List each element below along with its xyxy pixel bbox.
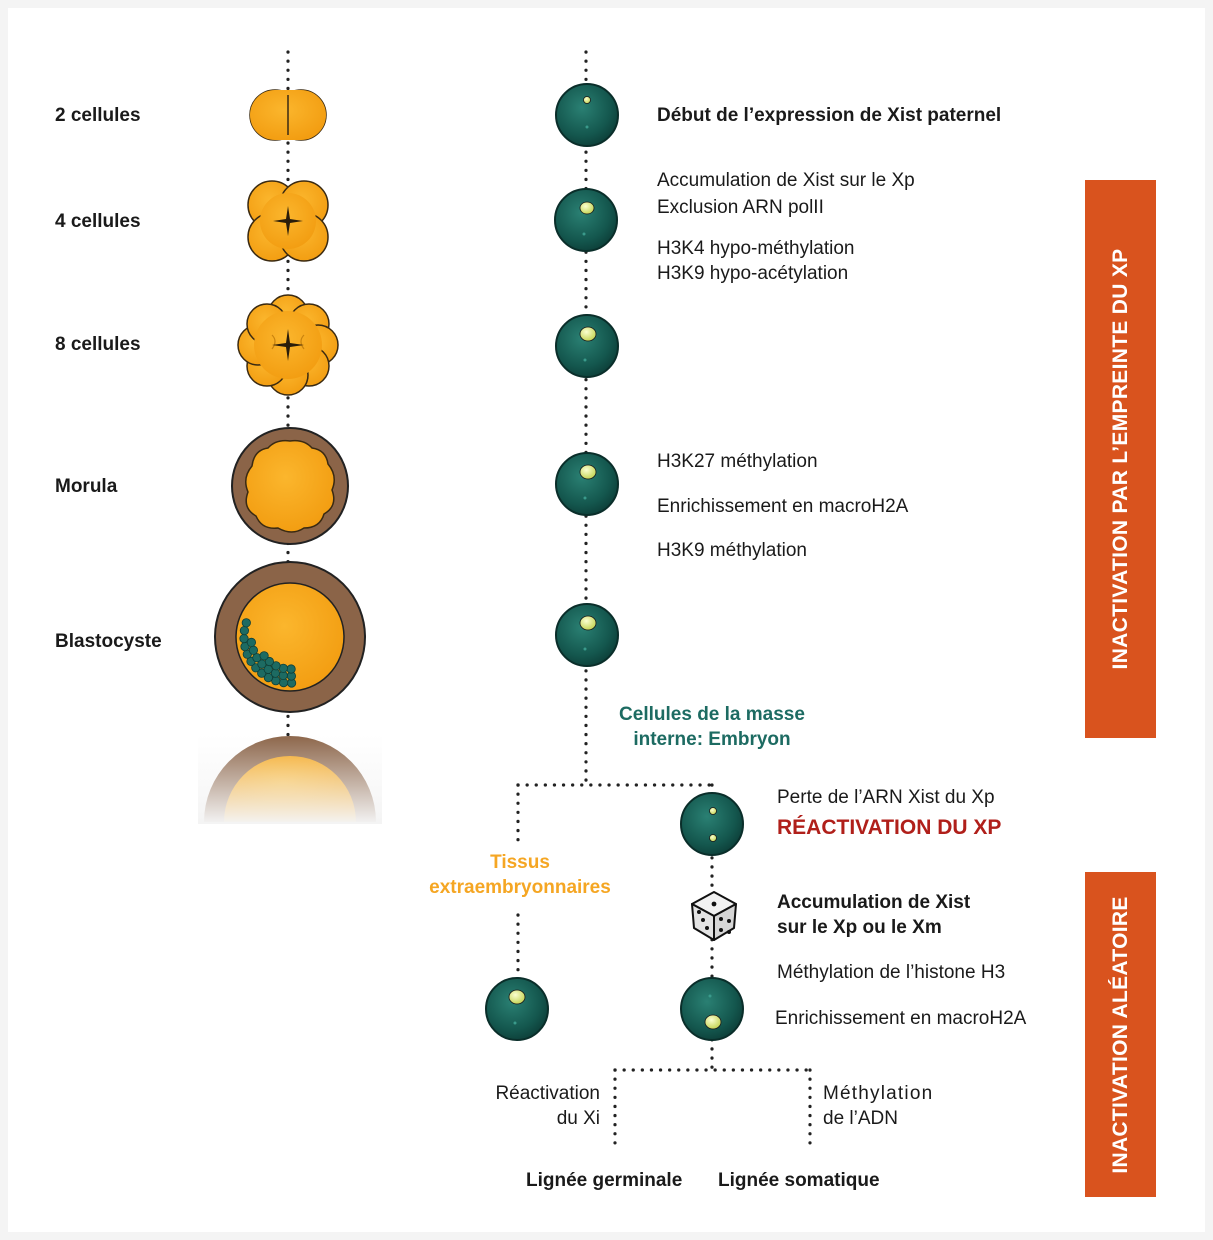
event-xist-accumulation: Accumulation de Xist sur le Xp [657,170,915,191]
histone-h3-methylation: Méthylation de l’histone H3 [777,962,1006,983]
event-h3k4-hypomethylation: H3K4 hypo-méthylation [657,238,855,259]
nucleus-4-cell [554,188,618,252]
event-xist-start: Début de l’expression de Xist paternel [657,105,1002,126]
event-h3k9-methylation: H3K9 méthylation [657,540,807,561]
stage-label-4-cells: 4 cellules [55,211,141,232]
inner-cell [264,656,275,667]
random-accumulation-line2: sur le Xp ou le Xm [777,917,942,938]
stage-label-8-cells: 8 cellules [55,334,141,355]
eight-cell-embryo [237,294,339,396]
extraembryonic-label-line1: Tissus [490,852,550,873]
somatic-methylation-line2: de l’ADN [823,1108,898,1129]
inner-cell [259,651,269,661]
reactivation-title: RÉACTIVATION DU XP [777,816,1002,839]
random-inactivation-banner: INACTIVATION ALÉATOIRE [1085,872,1156,1197]
two-cell-embryo [249,89,327,141]
nuclei [485,83,744,1041]
random-inactivation-banner-text: INACTIVATION ALÉATOIRE [1108,895,1132,1174]
stage-label-blastocyst: Blastocyste [55,631,162,652]
nucleus-morula [555,452,619,516]
event-h3k27-methylation: H3K27 méthylation [657,451,818,472]
germline-reactivation-line1: Réactivation [495,1083,600,1104]
event-polii-exclusion: Exclusion ARN polII [657,197,824,218]
inner-cell [271,661,281,671]
inner-cell-mass [239,618,297,688]
random-macroh2a-enrichment: Enrichissement en macroH2A [775,1008,1027,1029]
dice-icon [691,891,737,941]
inner-cell [239,625,250,636]
somatic-title: Lignée somatique [718,1170,880,1191]
inner-cell [241,618,251,628]
germline-title: Lignée germinale [526,1170,683,1191]
inner-mass-label-line2: interne: Embryon [633,729,791,750]
nucleus-extraembryonic [485,977,549,1041]
blastocyst-embryo [214,561,366,713]
nucleus-8-cell [555,314,619,378]
inner-cell [246,637,257,647]
xist-loss-label: Perte de l’ARN Xist du Xp [777,787,995,808]
four-cell-embryo [247,180,329,262]
random-accumulation-line1: Accumulation de Xist [777,892,971,913]
nucleus-random-xi [680,977,744,1041]
hatching-embryo [198,734,382,824]
stage-label-2-cells: 2 cellules [55,105,141,126]
imprinted-inactivation-banner: INACTIVATION PAR L’EMPREINTE DU XP [1085,180,1156,738]
stage-label-morula: Morula [55,476,118,497]
inner-cell [286,664,296,674]
nucleus-blastocyst [555,603,619,667]
inner-cell [248,645,259,655]
event-macroh2a-enrichment: Enrichissement en macroH2A [657,496,909,517]
germline-reactivation-line2: du Xi [556,1108,600,1129]
event-h3k9-hypoacetylation: H3K9 hypo-acétylation [657,263,849,284]
inner-mass-label-line1: Cellules de la masse [619,704,805,725]
morula-embryo [231,427,349,545]
nucleus-2-cell [555,83,619,147]
imprinted-inactivation-banner-text: INACTIVATION PAR L’EMPREINTE DU XP [1108,248,1132,670]
somatic-methylation-line1: Méthylation [823,1083,934,1104]
embryo-stages [198,89,382,824]
extraembryonic-label-line2: extraembryonnaires [429,877,611,898]
nucleus-reactivated [680,792,744,856]
